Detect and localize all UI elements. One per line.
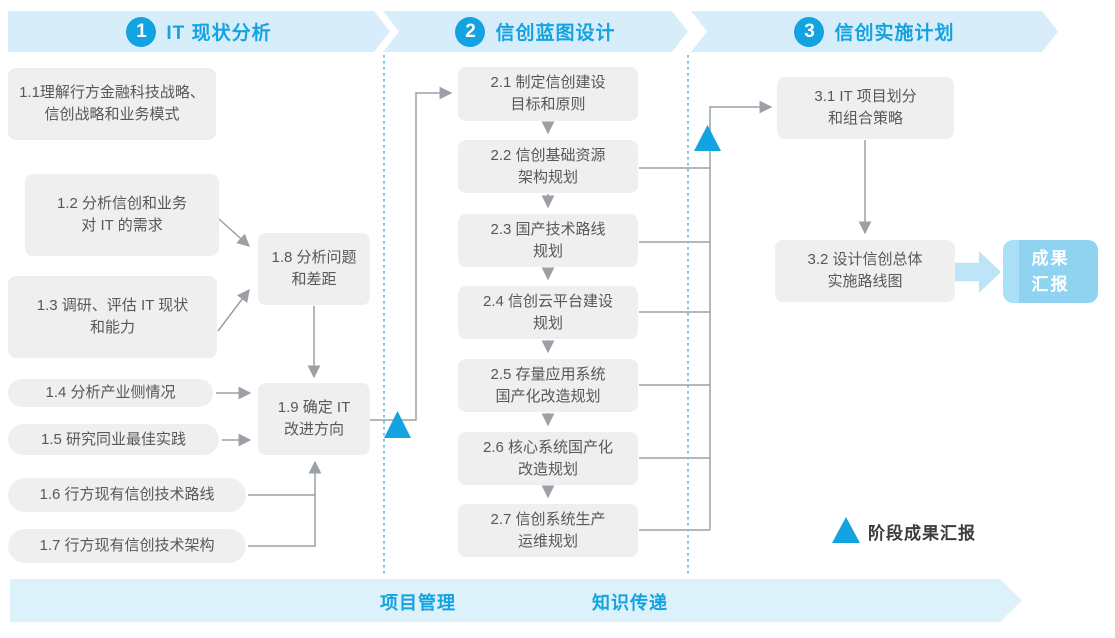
node-1-6: 1.6 行方现有信创技术路线	[8, 478, 246, 512]
phase-band-2: 2 信创蓝图设计	[383, 11, 688, 52]
legend-label: 阶段成果汇报	[868, 524, 976, 543]
phase-number-badge-3: 3	[794, 17, 824, 47]
connector-1-7-to-1-9	[248, 460, 322, 547]
connector-bus-to-3-1	[709, 100, 773, 530]
bottom-band	[10, 579, 1022, 622]
phase-number-badge-1: 1	[126, 17, 156, 47]
node-1-5: 1.5 研究同业最佳实践	[8, 424, 219, 455]
node-2-2: 2.2 信创基础资源 架构规划	[458, 140, 638, 193]
node-1-8: 1.8 分析问题 和差距	[258, 233, 370, 305]
connector-1-3-to-1-8	[217, 288, 250, 332]
result-box: 成果 汇报	[1003, 240, 1098, 303]
phase-band-1: 1 IT 现状分析	[8, 11, 390, 52]
node-1-1: 1.1理解行方金融科技战略、 信创战略和业务模式	[8, 68, 216, 140]
phase-title-3: 信创实施计划	[834, 23, 955, 44]
node-1-3: 1.3 调研、评估 IT 现状 和能力	[8, 276, 217, 358]
node-3-1: 3.1 IT 项目划分 和组合策略	[777, 77, 954, 139]
phase-title-1: IT 现状分析	[166, 23, 272, 44]
phase-title-2: 信创蓝图设计	[495, 23, 616, 44]
node-2-3: 2.3 国产技术路线 规划	[458, 214, 638, 267]
node-2-5: 2.5 存量应用系统 国产化改造规划	[458, 359, 638, 412]
node-1-9: 1.9 确定 IT 改进方向	[258, 383, 370, 455]
legend-triangle-icon	[832, 517, 860, 543]
bottom-label-knowledge-transfer: 知识传递	[592, 593, 668, 613]
node-2-6: 2.6 核心系统国产化 改造规划	[458, 432, 638, 485]
node-1-7: 1.7 行方现有信创技术架构	[8, 529, 246, 563]
milestone-triangle-phase2-icon	[694, 125, 721, 151]
node-1-2: 1.2 分析信创和业务 对 IT 的需求	[25, 174, 219, 256]
connector-1-2-to-1-8	[218, 218, 250, 247]
node-2-4: 2.4 信创云平台建设 规划	[458, 286, 638, 339]
node-3-2: 3.2 设计信创总体 实施路线图	[775, 240, 955, 302]
milestone-triangle-phase1-icon	[384, 411, 411, 438]
node-1-4: 1.4 分析产业侧情况	[8, 379, 213, 407]
node-2-7: 2.7 信创系统生产 运维规划	[458, 504, 638, 557]
node-2-1: 2.1 制定信创建设 目标和原则	[458, 67, 638, 121]
phase-band-3: 3 信创实施计划	[691, 11, 1058, 52]
bottom-label-project-management: 项目管理	[380, 593, 456, 613]
phase-number-badge-2: 2	[455, 17, 485, 47]
connector-1-9-to-2-1	[370, 86, 453, 421]
